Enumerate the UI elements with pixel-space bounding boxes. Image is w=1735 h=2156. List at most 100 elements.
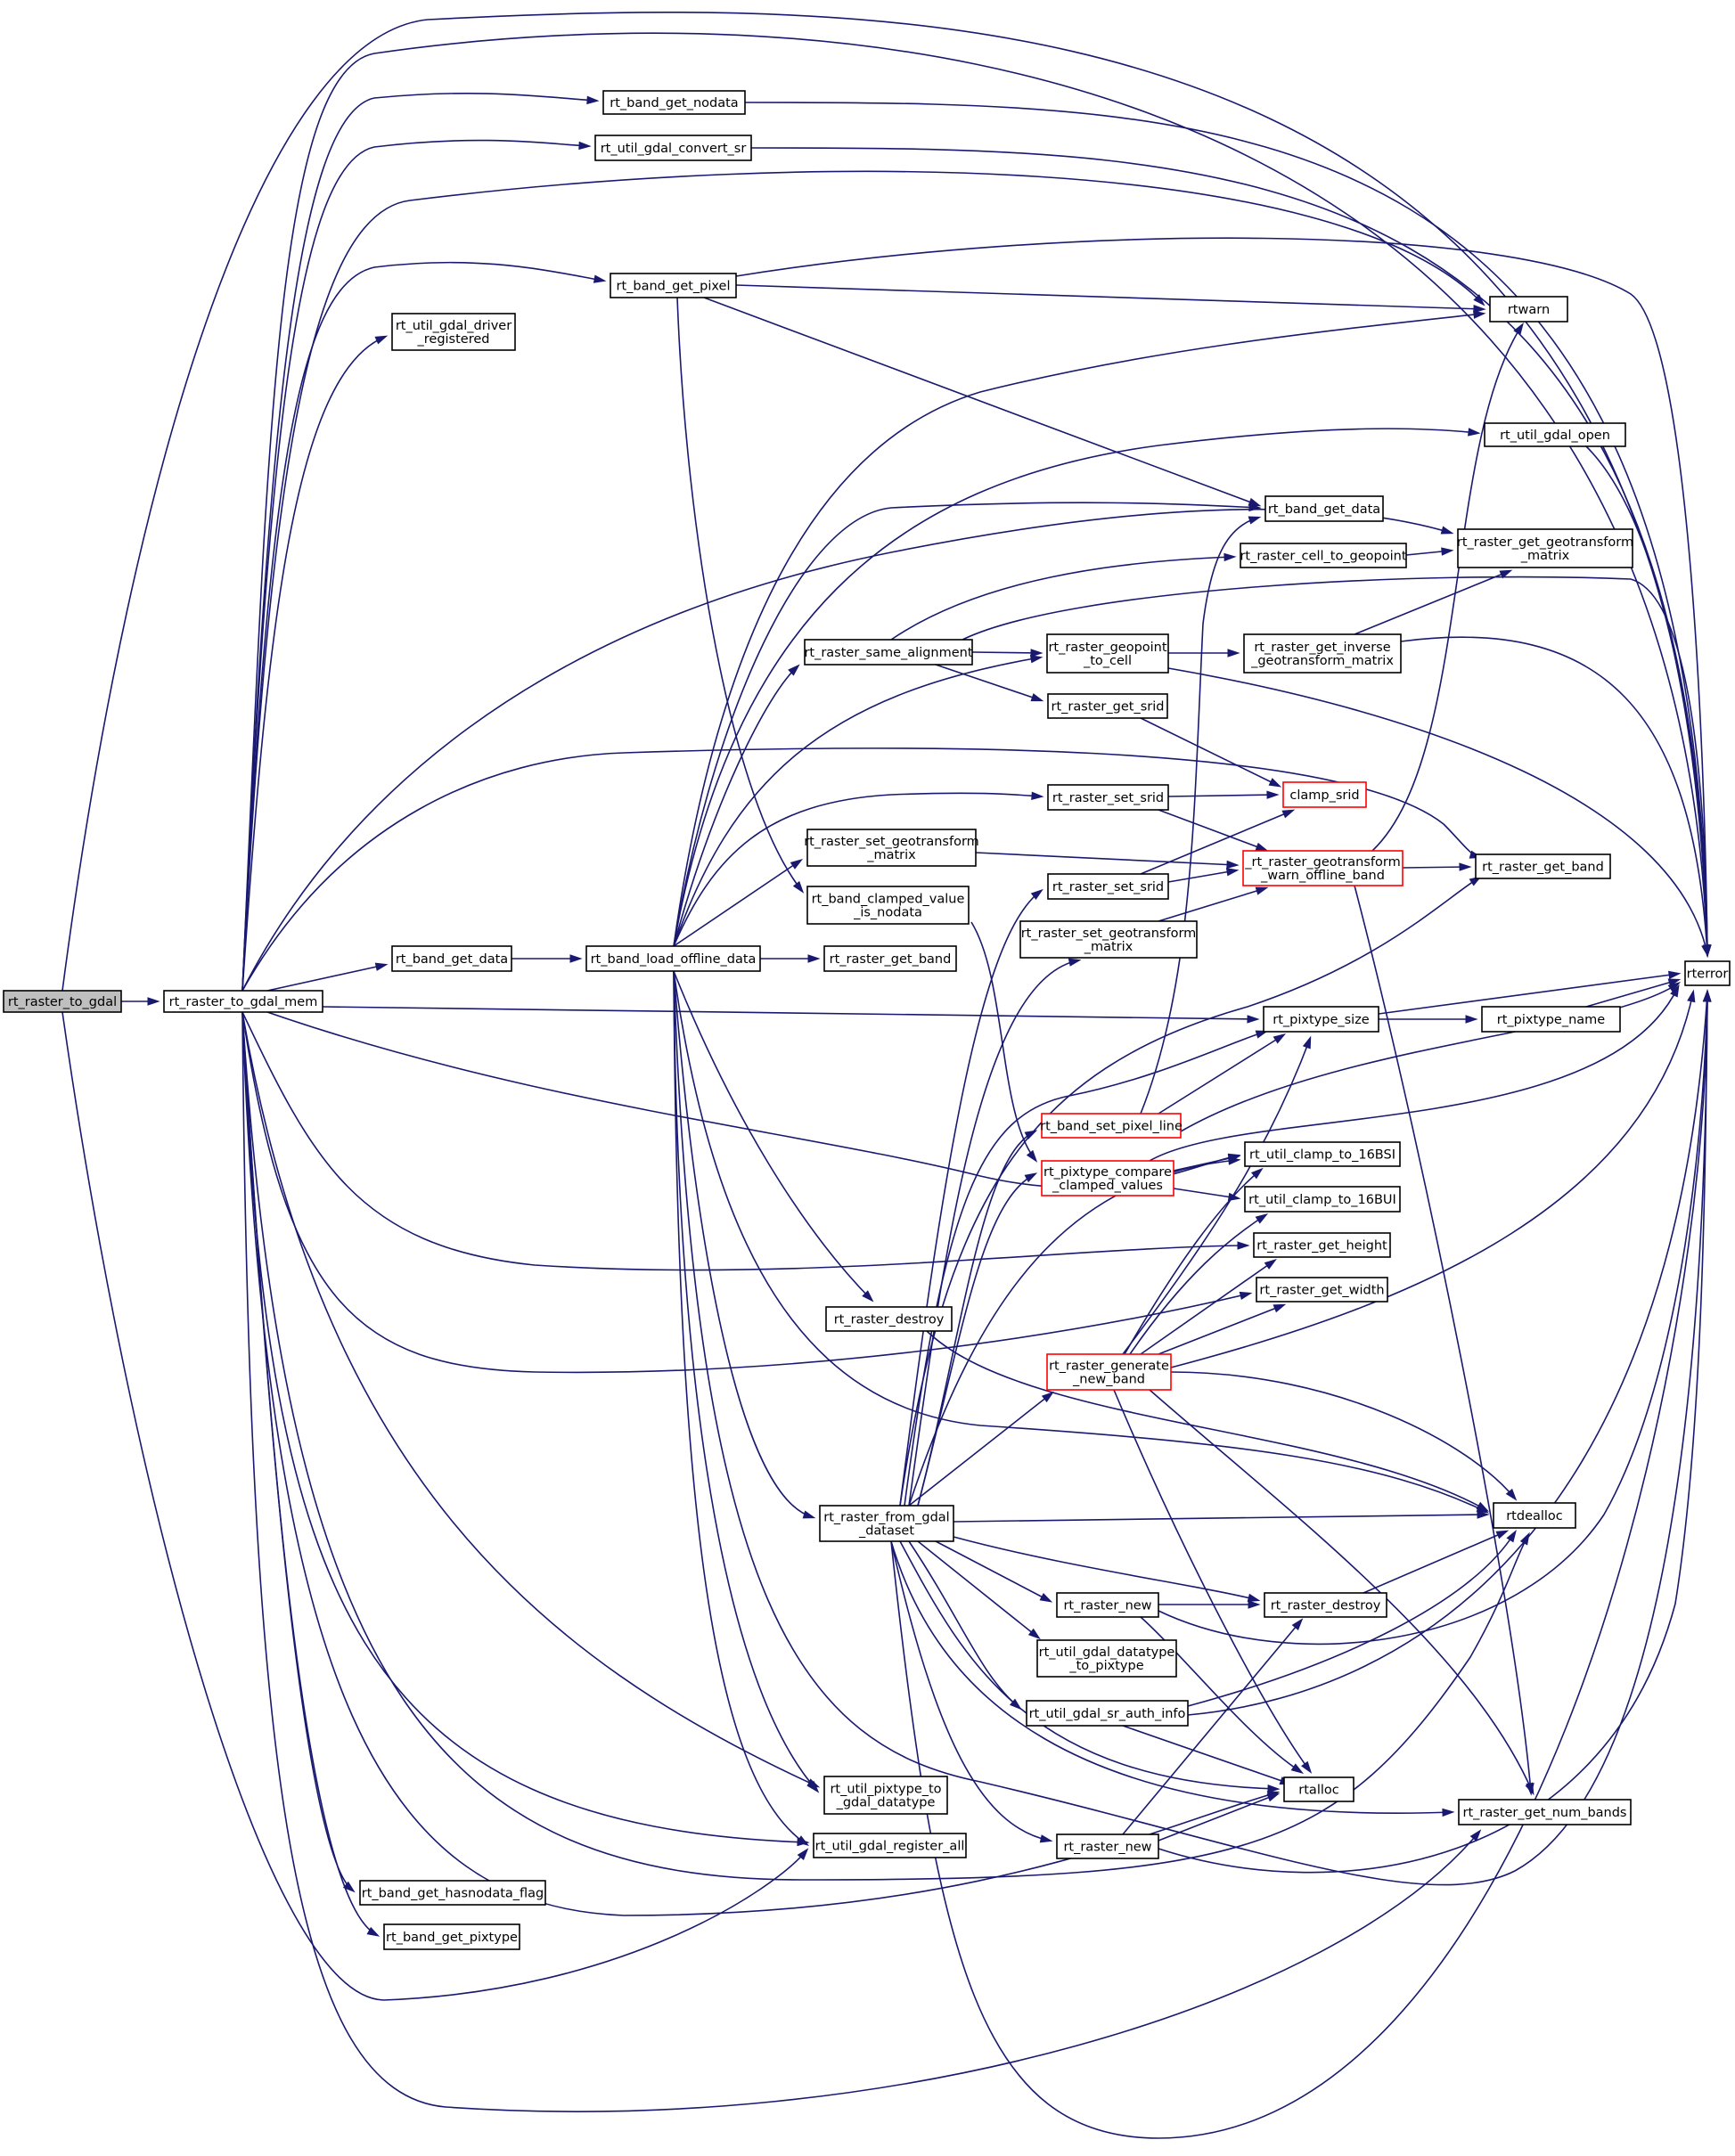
edge-rt_raster_from_gdal_dataset-to-rt_raster_new_b <box>890 1540 1053 1843</box>
edge-rt_raster_to_gdal-to-rt_util_gdal_register_all <box>61 1011 809 2001</box>
node-rt-raster-new-a[interactable]: rt_raster_new <box>1056 1592 1159 1618</box>
node-box <box>1243 633 1402 674</box>
edge-rt_band_get_pixel-to-rtwarn <box>735 284 1486 314</box>
node-rt-raster-destroy-right[interactable]: rt_raster_destroy <box>1264 1592 1387 1618</box>
edge-rt_band_set_pixel_line-to-rt_pixtype_size <box>1158 1033 1287 1115</box>
edge-rt_raster_from_gdal_dataset-to-rt_util_gdal_datatype_to_pixtype <box>917 1540 1041 1640</box>
node-label: _registered <box>417 332 490 347</box>
node-box <box>1047 873 1169 900</box>
node-rt-raster-get-inverse-geotransform-matrix[interactable]: rt_raster_get_inverse_geotransform_matri… <box>1243 633 1402 674</box>
node-box <box>1283 1776 1354 1802</box>
node-rt-util-clamp-to-16BUI[interactable]: rt_util_clamp_to_16BUI <box>1244 1186 1401 1213</box>
node-label: rt_band_get_data <box>1268 502 1380 517</box>
node-rt-raster-set-srid-b[interactable]: rt_raster_set_srid <box>1047 873 1169 900</box>
edge-rt_raster_destroy_left-to-rtdealloc <box>926 1330 1490 1512</box>
node-box <box>1056 1833 1159 1859</box>
node-rt-util-gdal-sr-auth-info[interactable]: rt_util_gdal_sr_auth_info <box>1026 1700 1189 1727</box>
node-label: rt_band_get_nodata <box>610 96 738 110</box>
node-label: rt_pixtype_compare <box>1043 1165 1172 1180</box>
edge-rt_band_load_offline_data-to-rt_raster_from_gdal_dataset <box>673 970 816 1519</box>
node-rtdealloc[interactable]: rtdealloc <box>1493 1502 1576 1529</box>
edge-rt_band_set_pixel_line-to-rterror <box>1180 982 1682 1132</box>
node-box <box>806 886 970 925</box>
node-rt-raster-new-b[interactable]: rt_raster_new <box>1056 1833 1159 1859</box>
node-rt-raster-geopoint-to-cell[interactable]: rt_raster_geopoint_to_cell <box>1046 633 1169 674</box>
edge-rt_raster_set_srid_a-to-clamp_srid <box>1167 790 1280 799</box>
node-rt-util-gdal-convert-sr[interactable]: rt_util_gdal_convert_sr <box>594 135 752 161</box>
node-rt-pixtype-size[interactable]: rt_pixtype_size <box>1263 1006 1379 1033</box>
node-label: _geotransform_matrix <box>1250 654 1394 668</box>
node-rt-util-gdal-driver-registered[interactable]: rt_util_gdal_driver_registered <box>391 313 516 351</box>
node--rt-raster-geotransform-warn-offline-band[interactable]: _rt_raster_geotransform_warn_offline_ban… <box>1242 850 1404 886</box>
node-rt-util-gdal-register-all[interactable]: rt_util_gdal_register_all <box>813 1833 967 1858</box>
node-rt-pixtype-name[interactable]: rt_pixtype_name <box>1481 1006 1621 1033</box>
node-rt-raster-get-geotransform-matrix[interactable]: rt_raster_get_geotransform_matrix <box>1457 528 1633 568</box>
node-rt-util-gdal-open[interactable]: rt_util_gdal_open <box>1484 422 1626 447</box>
node-rt-raster-get-band-mid[interactable]: rt_raster_get_band <box>823 945 957 972</box>
node-rt-raster-generate-new-band[interactable]: rt_raster_generate_new_band <box>1046 1353 1172 1391</box>
node-rt-raster-get-width[interactable]: rt_raster_get_width <box>1256 1277 1388 1303</box>
node-rt-raster-from-gdal-dataset[interactable]: rt_raster_from_gdal_dataset <box>819 1505 954 1542</box>
node-label: rt_raster_generate <box>1049 1360 1169 1374</box>
node-label: rt_raster_set_srid <box>1052 880 1164 894</box>
node-rt-raster-get-height[interactable]: rt_raster_get_height <box>1253 1232 1391 1258</box>
node-rt-util-gdal-datatype-to-pixtype[interactable]: rt_util_gdal_datatype_to_pixtype <box>1036 1639 1177 1678</box>
node-box <box>602 90 746 115</box>
edge-rt_raster_to_gdal-to-rt_raster_to_gdal_mem <box>121 997 160 1006</box>
edge-rt_raster_new_b-to-rt_raster_destroy_right <box>1122 1618 1304 1835</box>
node-rt-band-set-pixel-line[interactable]: rt_band_set_pixel_line <box>1040 1113 1183 1139</box>
edge-rt_raster_set_geotransform_matrix_a-to-_rt_raster_geotransform_warn_offline_band <box>975 852 1240 870</box>
node-rt-raster-to-gdal[interactable]: rt_raster_to_gdal <box>3 990 122 1013</box>
node-label: rt_raster_from_gdal <box>823 1511 949 1525</box>
node-rtwarn[interactable]: rtwarn <box>1489 296 1568 323</box>
edge-rt_band_load_offline_data-to-rtwarn <box>673 310 1486 947</box>
node-clamp-srid[interactable]: clamp_srid <box>1282 781 1367 808</box>
edge-rt_raster_from_gdal_dataset-to-rt_raster_get_num_bands <box>890 1540 1455 1817</box>
node-rt-raster-get-srid[interactable]: rt_raster_get_srid <box>1047 693 1168 719</box>
edge-rt_band_get_data_left-to-rt_band_load_offline_data <box>511 954 583 963</box>
node-rt-raster-get-num-bands[interactable]: rt_raster_get_num_bands <box>1458 1799 1632 1825</box>
node-box <box>1046 1353 1172 1391</box>
node-rt-band-get-data-top[interactable]: rt_band_get_data <box>1264 495 1384 522</box>
node-label: rt_raster_get_height <box>1256 1239 1387 1254</box>
node-box <box>1253 1232 1391 1258</box>
node-box <box>359 1880 546 1906</box>
node-rt-band-load-offline-data[interactable]: rt_band_load_offline_data <box>585 945 761 972</box>
edge-rt_raster_new_b-to-rtalloc <box>1158 1793 1281 1842</box>
node-rtalloc[interactable]: rtalloc <box>1283 1776 1354 1802</box>
node-rterror[interactable]: rterror <box>1684 960 1731 986</box>
node-label: rt_raster_to_gdal <box>8 995 117 1009</box>
node-rt-band-get-pixel[interactable]: rt_band_get_pixel <box>610 273 737 298</box>
node-rt-raster-same-alignment[interactable]: rt_raster_same_alignment <box>804 639 973 666</box>
node-rt-raster-to-gdal-mem[interactable]: rt_raster_to_gdal_mem <box>163 990 323 1013</box>
node-rt-band-clamped-value-is-nodata[interactable]: rt_band_clamped_value_is_nodata <box>806 886 970 925</box>
node-rt-raster-cell-to-geopoint[interactable]: rt_raster_cell_to_geopoint <box>1240 543 1407 568</box>
node-rt-raster-destroy-left[interactable]: rt_raster_destroy <box>825 1306 953 1332</box>
node-rt-pixtype-compare-clamped-values[interactable]: rt_pixtype_compare_clamped_values <box>1041 1160 1174 1196</box>
node-rt-band-get-hasnodata-flag[interactable]: rt_band_get_hasnodata_flag <box>359 1880 546 1906</box>
node-label: rt_util_gdal_register_all <box>815 1840 965 1854</box>
edge-rt_raster_to_gdal_mem-to-rt_pixtype_size <box>322 1006 1260 1024</box>
edge-rt_raster_generate_new_band-to-rtalloc <box>1113 1389 1313 1774</box>
node-rt-raster-set-srid-a[interactable]: rt_raster_set_srid <box>1047 784 1169 811</box>
node-box <box>819 1505 954 1542</box>
node-rt-band-get-data-left[interactable]: rt_band_get_data <box>391 945 512 972</box>
node-rt-band-get-pixtype[interactable]: rt_band_get_pixtype <box>383 1923 520 1950</box>
node-label: rt_pixtype_name <box>1497 1013 1606 1027</box>
node-box <box>1056 1592 1159 1618</box>
node-box <box>823 945 957 972</box>
node-label: _matrix <box>866 848 916 862</box>
node-rt-util-clamp-to-16BSI[interactable]: rt_util_clamp_to_16BSI <box>1244 1141 1401 1167</box>
edge-rt_raster_new_a-to-rt_raster_destroy_right <box>1158 1600 1261 1609</box>
node-rt-raster-get-band-right[interactable]: rt_raster_get_band <box>1475 853 1611 879</box>
node-rt-raster-set-geotransform-matrix-a[interactable]: rt_raster_set_geotransform_matrix <box>804 829 979 867</box>
edge-rt_pixtype_size-to-rt_pixtype_name <box>1379 1015 1478 1024</box>
node-rt-raster-set-geotransform-matrix-b[interactable]: rt_raster_set_geotransform_matrix <box>1019 920 1198 959</box>
edge-rt_raster_same_alignment-to-rt_raster_get_srid <box>935 664 1044 702</box>
edge-rt_raster_to_gdal_mem-to-rt_raster_get_num_bands <box>241 1011 1482 2112</box>
edge-rt_raster_to_gdal_mem-to-rt_band_get_nodata <box>241 92 600 992</box>
node-rt-band-get-nodata[interactable]: rt_band_get_nodata <box>602 90 746 115</box>
node-rt-util-pixtype-to-gdal-datatype[interactable]: rt_util_pixtype_to_gdal_datatype <box>823 1776 948 1815</box>
edge-rt_raster_geopoint_to_cell-to-rterror <box>1167 667 1710 958</box>
node-label: rt_raster_set_geotransform <box>804 835 979 849</box>
